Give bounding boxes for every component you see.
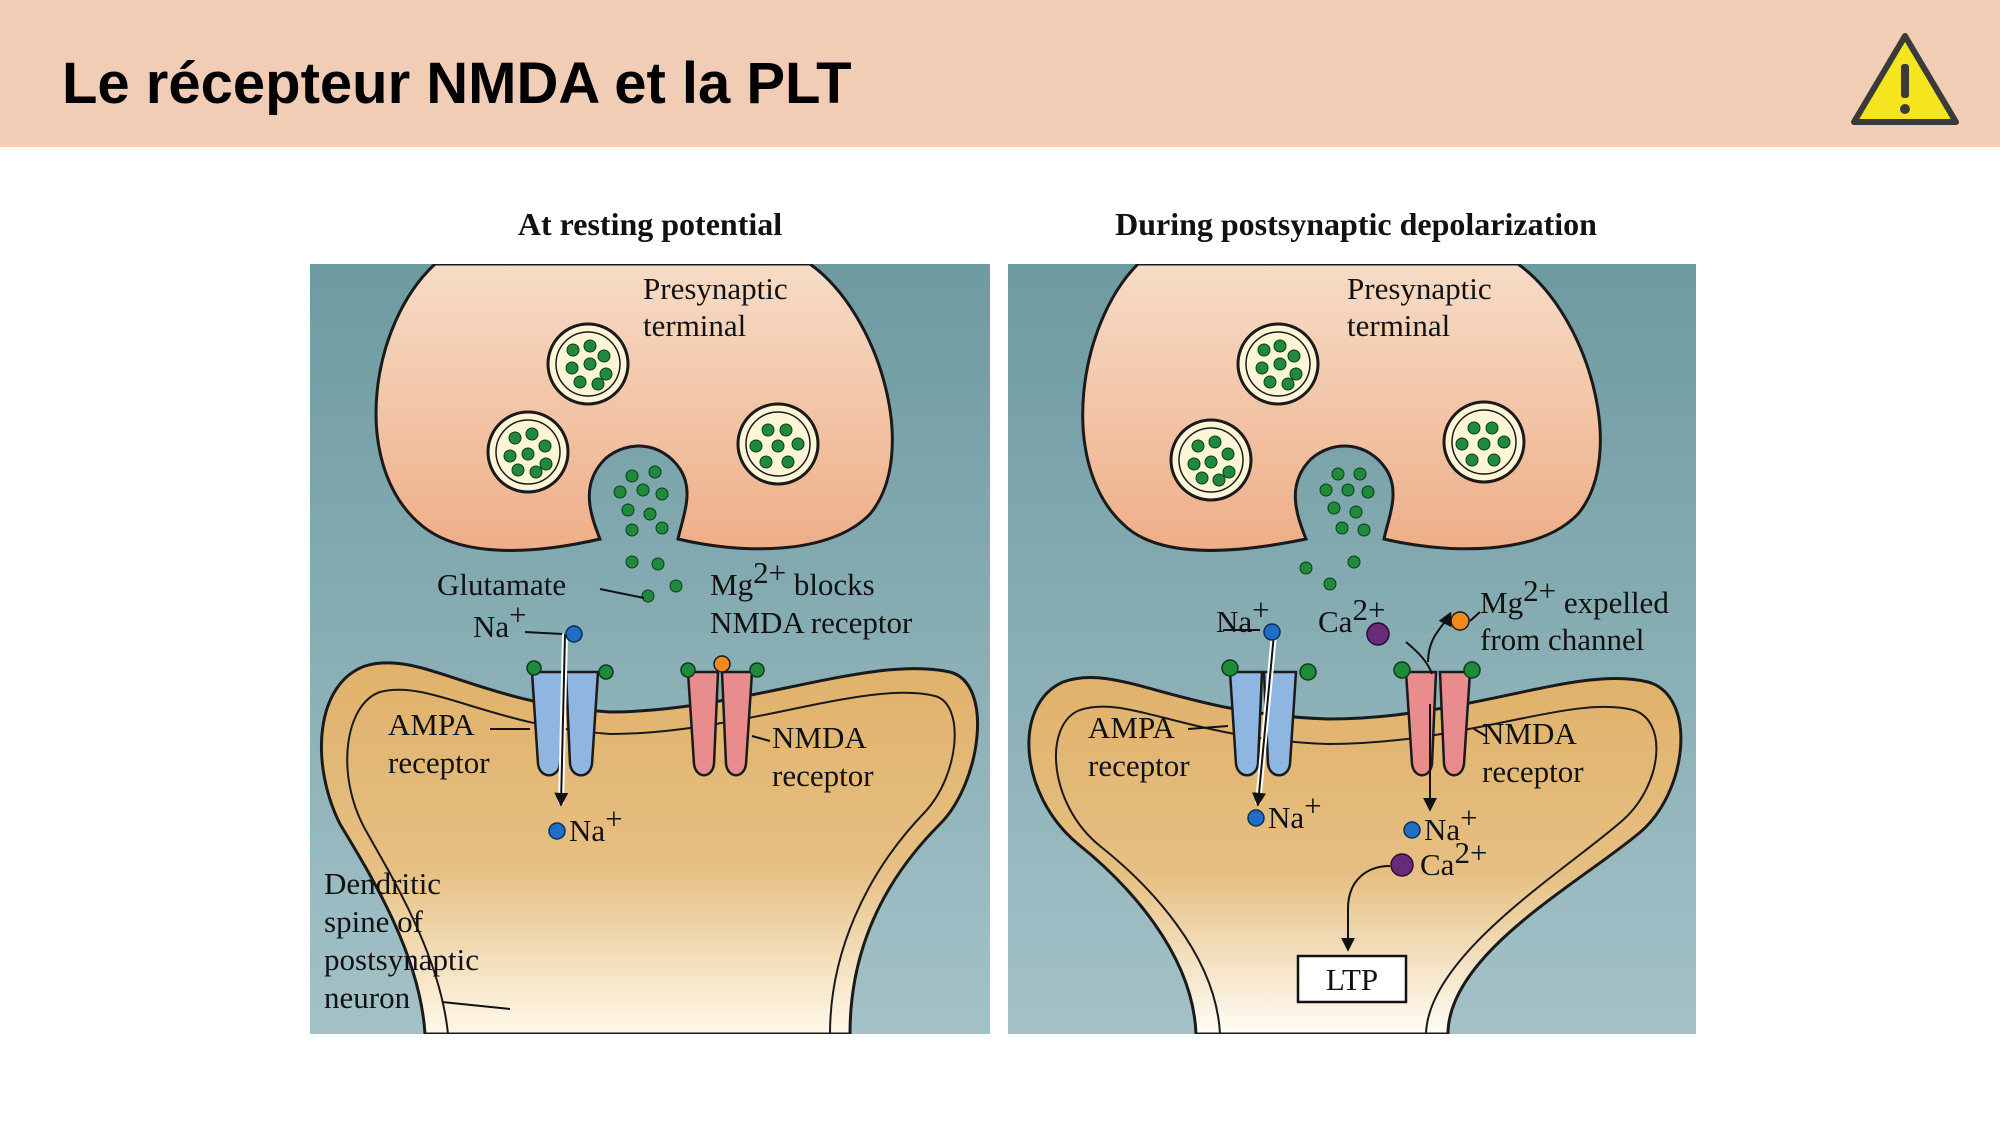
ampa-label: receptor [1088,748,1190,783]
na-label: Na+ [1424,800,1478,847]
sodium-ion [565,625,583,643]
synaptic-vesicle [1169,418,1253,502]
presynaptic-label: Presynaptic [1347,271,1492,306]
warning-triangle-icon [1851,33,1959,125]
glutamate-release [1299,467,1375,591]
nmda-receptor [1393,661,1481,812]
mg-label: NMDA receptor [710,605,913,640]
mg-label: Mg2+ blocks [710,555,875,602]
sodium-ion [548,822,566,840]
mg-label: from channel [1480,622,1644,657]
right-panel-title: During postsynaptic depolarization [1115,206,1597,242]
ca-label: Ca2+ [1420,835,1487,882]
na-label: Na+ [473,597,527,644]
presynaptic-label: Presynaptic [643,271,788,306]
nmda-label: receptor [1482,754,1584,789]
sodium-ion [1247,809,1265,827]
ca-label: Ca2+ [1318,592,1385,639]
presynaptic-label: terminal [1347,308,1450,343]
ampa-receptor [1221,633,1317,807]
ampa-receptor [526,633,614,807]
postsynaptic-spine [319,661,979,1034]
dendritic-label: spine of [324,904,424,939]
ampa-label: AMPA [1088,710,1175,745]
synaptic-vesicle [486,410,570,494]
ltp-box [1296,954,1408,1004]
calcium-ion [1390,853,1414,877]
dendritic-label: Dendritic [324,866,441,901]
na-label: Na+ [1268,788,1322,835]
nmda-label: receptor [772,758,874,793]
slide-header: Le récepteur NMDA et la PLT [0,0,2000,147]
dendritic-label: neuron [324,980,411,1015]
glutamate-release [613,465,683,603]
resting-potential-diagram: Presynaptic terminal Glutamate Na+ Mg2+ … [310,264,990,1034]
nmda-receptor [680,655,765,777]
magnesium-ion [713,655,731,673]
nmda-label: NMDA [772,720,867,755]
sodium-ion [1263,623,1281,641]
mg-label: Mg2+ expelled [1480,573,1669,620]
ampa-label: AMPA [388,707,475,742]
synaptic-vesicle [736,402,820,486]
magnesium-ion [1450,611,1470,631]
na-label: Na+ [569,801,623,848]
postsynaptic-spine [1027,675,1683,1034]
ampa-label: receptor [388,745,490,780]
presynaptic-label: terminal [643,308,746,343]
nmda-label: NMDA [1482,716,1577,751]
left-panel-title: At resting potential [517,206,783,242]
synaptic-vesicle [1442,400,1526,484]
glutamate-label: Glutamate [437,567,566,602]
na-label: Na+ [1216,592,1270,639]
ltp-label: LTP [1326,962,1378,997]
synaptic-vesicle [546,322,630,406]
calcium-ion [1366,622,1390,646]
synaptic-vesicle [1236,322,1320,406]
sodium-ion [1403,821,1421,839]
depolarization-diagram: LTP Presynaptic terminal Na+ Ca2+ Mg2+ e… [1008,264,1696,1034]
slide-title: Le récepteur NMDA et la PLT [62,51,852,116]
dendritic-label: postsynaptic [324,942,479,977]
